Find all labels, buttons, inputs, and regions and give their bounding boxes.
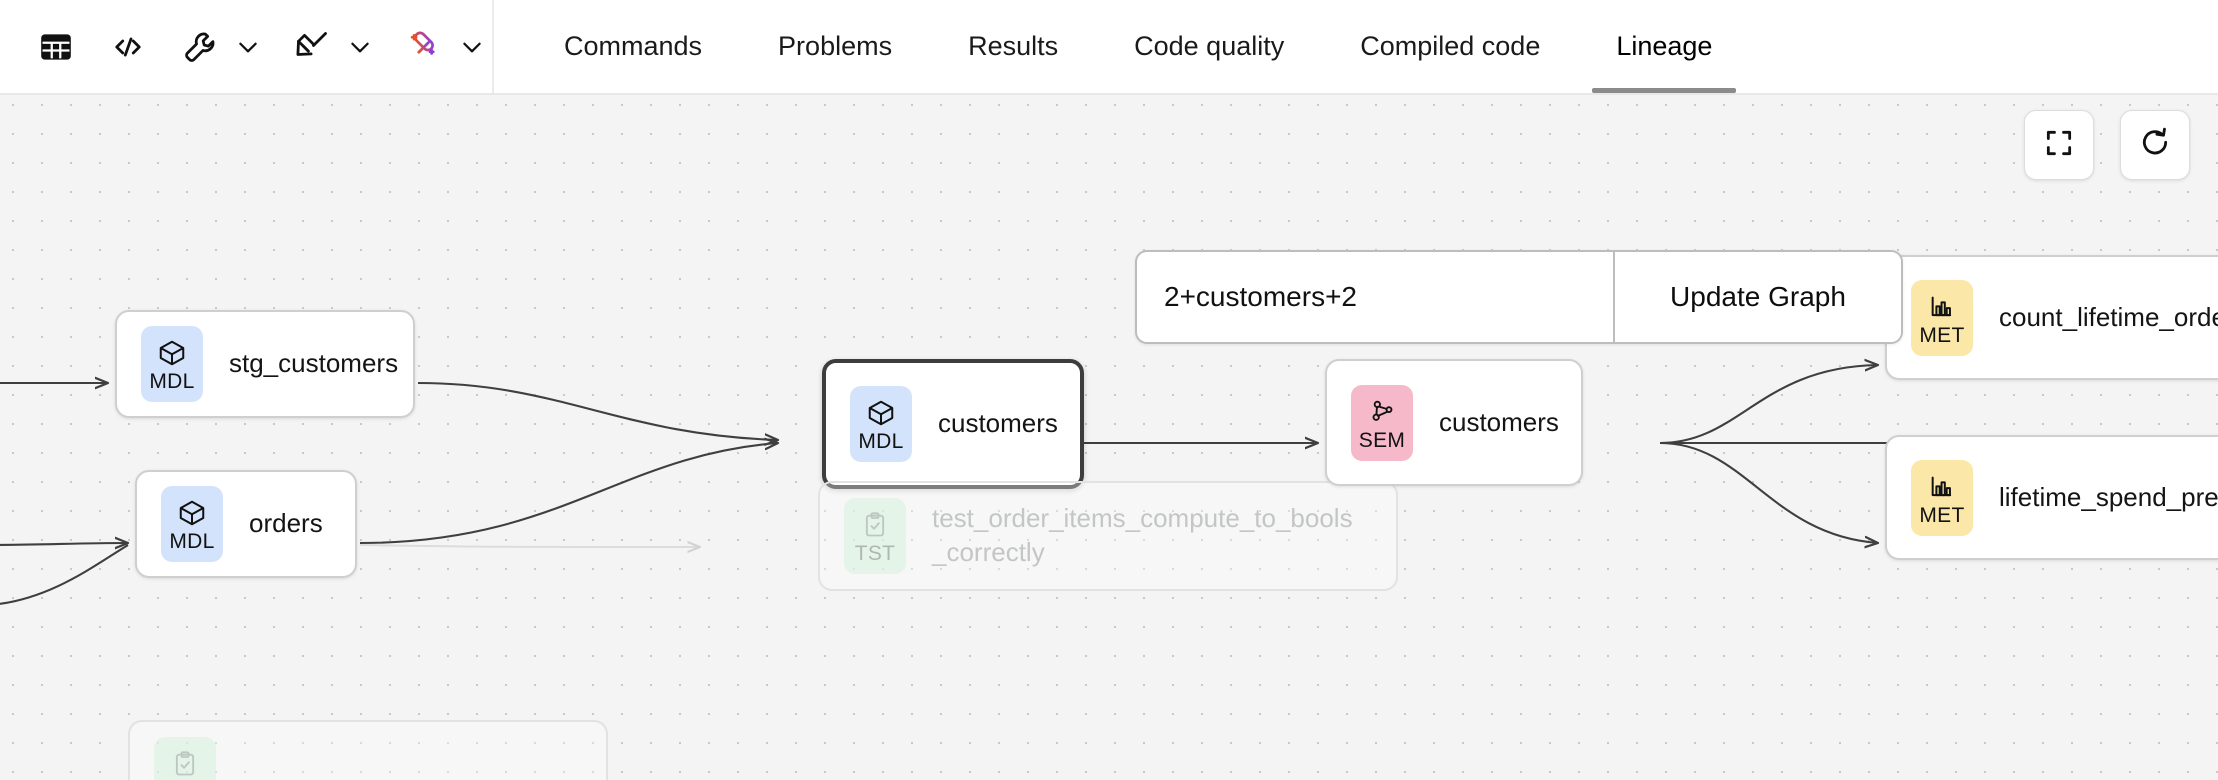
lineage-node-count-lifetime-orders[interactable]: MET count_lifetime_orders (1885, 255, 2218, 380)
tab-label: Results (968, 31, 1059, 61)
chevron-down-icon[interactable] (228, 23, 268, 71)
node-type-badge-mdl: MDL (850, 386, 912, 462)
tab-commands[interactable]: Commands (526, 0, 740, 93)
node-type-badge-tst: TST (844, 498, 906, 574)
node-type-label: SEM (1358, 428, 1406, 452)
node-title: orders (249, 508, 323, 539)
node-type-badge-met: MET (1911, 459, 1973, 536)
update-graph-button[interactable]: Update Graph (1613, 252, 1901, 342)
tab-label: Code quality (1134, 31, 1285, 61)
lineage-node-customers-model[interactable]: MDL customers (822, 359, 1084, 489)
edge-in-orders-a (0, 543, 128, 545)
edge-orders-to-customers (359, 443, 778, 545)
cube-icon (157, 336, 187, 370)
toolbar-icon-group (0, 0, 494, 93)
tab-code-quality[interactable]: Code quality (1096, 0, 1322, 93)
bar-chart-icon (1928, 290, 1956, 324)
lineage-node-stg-customers[interactable]: MDL stg_customers (115, 310, 415, 418)
table-view-icon[interactable] (28, 19, 84, 75)
node-type-label: MDL (149, 370, 195, 393)
node-title: test_order_items_compute_to_bools _corre… (932, 503, 1353, 567)
chevron-down-icon[interactable] (452, 23, 492, 71)
tab-label: Compiled code (1360, 31, 1541, 61)
node-title: customers (1439, 406, 1559, 437)
editor-tab-strip: Commands Problems Results Code quality C… (526, 0, 1750, 93)
lineage-node-lifetime-spend-pretax[interactable]: MET lifetime_spend_pretax (1885, 435, 2218, 560)
lineage-node-orders[interactable]: MDL orders (135, 470, 357, 578)
cube-icon (866, 396, 896, 430)
lineage-node-test-partial[interactable]: TST (128, 720, 608, 780)
graph-nodes-icon (1368, 395, 1396, 429)
tab-label: Problems (778, 31, 893, 61)
code-view-icon[interactable] (100, 19, 156, 75)
edge-semantic-to-lifetime-spend (1659, 441, 1878, 543)
clipboard-check-icon (171, 747, 199, 780)
edge-orders-to-test (359, 545, 700, 547)
lineage-node-test-order-items[interactable]: TST test_order_items_compute_to_bools _c… (818, 481, 1398, 591)
node-type-label: MDL (169, 530, 215, 553)
node-type-badge-sem: SEM (1351, 384, 1413, 461)
lineage-edges (0, 95, 2218, 605)
edge-stg-customers-to-customers (417, 381, 778, 440)
node-type-badge-met: MET (1911, 279, 1973, 356)
graph-selector-input[interactable] (1137, 252, 1613, 342)
lineage-node-customers-semantic[interactable]: SEM customers (1325, 359, 1583, 486)
node-title: lifetime_spend_pretax (1999, 481, 2218, 512)
cube-icon (177, 496, 207, 530)
expand-icon (2043, 127, 2075, 164)
node-type-badge-tst: TST (154, 737, 216, 780)
clipboard-check-icon (861, 508, 889, 542)
edge-in-orders-b (0, 544, 129, 605)
tab-results[interactable]: Results (930, 0, 1096, 93)
canvas-action-buttons (2024, 110, 2190, 180)
wrench-icon[interactable] (172, 19, 228, 75)
node-title: customers (938, 408, 1058, 439)
node-title: count_lifetime_orders (1999, 301, 2218, 332)
refresh-graph-button[interactable] (2120, 110, 2190, 180)
node-title: stg_customers (229, 348, 399, 379)
tab-label: Commands (564, 31, 703, 61)
refresh-icon (2139, 127, 2171, 164)
expand-fullscreen-button[interactable] (2024, 110, 2094, 180)
node-type-label: TST (854, 542, 896, 565)
tab-compiled-code[interactable]: Compiled code (1322, 0, 1578, 93)
node-type-label: MET (1919, 503, 1965, 527)
magic-wand-icon[interactable] (396, 19, 452, 75)
edge-semantic-to-count-lifetime-orders (1659, 365, 1878, 445)
editor-toolbar: Commands Problems Results Code quality C… (0, 0, 2218, 95)
bar-chart-icon (1928, 470, 1956, 504)
node-type-label: MET (1919, 323, 1965, 347)
chevron-down-icon[interactable] (340, 23, 380, 71)
node-type-label: MDL (858, 430, 904, 453)
node-type-badge-mdl: MDL (161, 486, 223, 562)
tab-problems[interactable]: Problems (740, 0, 930, 93)
tab-label: Lineage (1616, 31, 1713, 61)
graph-selector-bar: Update Graph (1135, 250, 1903, 344)
node-type-badge-mdl: MDL (141, 326, 203, 402)
tab-lineage[interactable]: Lineage (1578, 0, 1750, 93)
broom-icon[interactable] (284, 19, 340, 75)
lineage-canvas[interactable]: MDL stg_customers MDL orders MDL (0, 95, 2218, 780)
